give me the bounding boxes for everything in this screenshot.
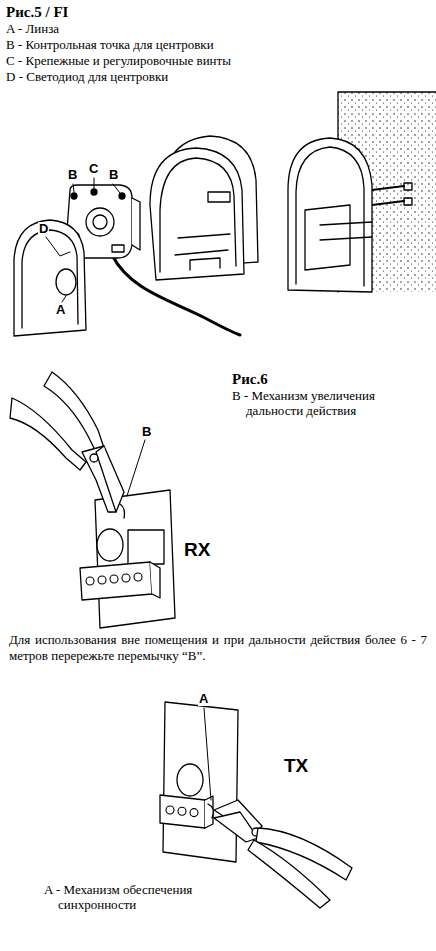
- callout-letter: C: [88, 162, 99, 176]
- pliers: [10, 372, 124, 512]
- terminal-screws: [86, 573, 142, 585]
- legend-item: A - Линза: [6, 21, 238, 36]
- screw: [134, 573, 142, 581]
- callout-letter: B: [67, 168, 78, 182]
- hood: [150, 136, 258, 280]
- terminal-screws: [166, 806, 198, 817]
- pliers: [214, 800, 352, 908]
- tx-board: [160, 702, 238, 862]
- legend-item: D - Светодиод для центровки: [6, 69, 238, 84]
- leader-line: [127, 440, 145, 496]
- board-name: TX: [284, 756, 308, 776]
- module: [66, 185, 240, 335]
- screw: [110, 575, 118, 583]
- legend-item: A - Механизм обеспечения синхронности: [44, 882, 248, 912]
- board-name: RX: [184, 540, 210, 560]
- legend-item: B - Механизм увеличения дальности действ…: [232, 388, 430, 418]
- callout-letter: B: [141, 425, 152, 439]
- screw: [86, 577, 94, 585]
- note: Для использования вне помещения и при да…: [9, 632, 427, 664]
- screw: [178, 807, 186, 815]
- front-cover: [14, 220, 86, 336]
- leader-line: [46, 178, 120, 302]
- legend-item: B - Контрольная точка для центровки: [6, 37, 238, 52]
- leader-line: [204, 708, 211, 800]
- screw: [122, 574, 130, 582]
- legend-block: Рис.6B - Механизм увеличения дальности д…: [232, 370, 430, 419]
- figure-title: Рис.5 / FI: [6, 3, 238, 21]
- back-housing: [288, 138, 372, 292]
- callout-letter: D: [38, 222, 49, 236]
- callout-letter: A: [198, 692, 209, 706]
- legend-item: C - Крепежные и регулировочные винты: [6, 53, 238, 68]
- callout-letter: B: [108, 168, 119, 182]
- screw: [98, 576, 106, 584]
- rx-board: [80, 490, 175, 628]
- legend-block: Рис.5 / FIA - ЛинзаB - Контрольная точка…: [6, 3, 238, 85]
- screw: [166, 806, 174, 814]
- screw: [190, 809, 198, 817]
- callout-letter: A: [55, 303, 66, 317]
- figure-title: Рис.6: [232, 370, 430, 388]
